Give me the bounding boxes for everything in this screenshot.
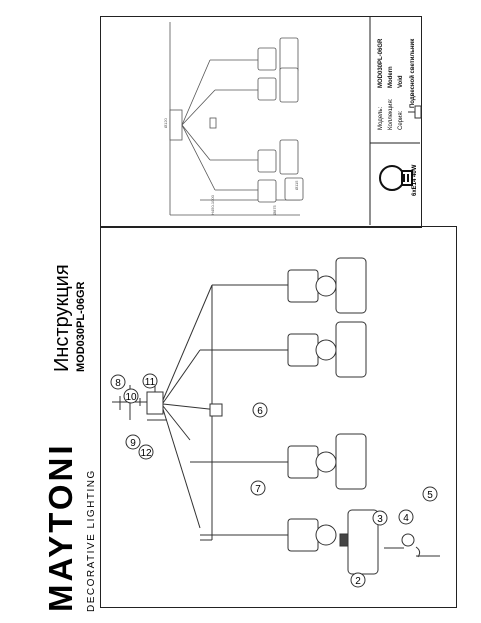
- spec-table: Модель: MOD030PL-06GR Коллекция: Modern …: [378, 38, 416, 130]
- callout-10: 10: [123, 388, 139, 404]
- chandelier-drawing: [112, 257, 440, 575]
- spec-label-series: Серия:: [398, 110, 404, 130]
- bulb-spec: 6xE14 40W: [412, 164, 418, 196]
- svg-text:4: 4: [403, 513, 409, 524]
- callout-8: 8: [110, 374, 126, 390]
- spec-value-model: MOD030PL-06GR: [378, 38, 384, 88]
- callout-2: 2: [350, 572, 366, 588]
- spec-value-type: Подвесной светильник: [409, 39, 416, 108]
- callout-12: 12: [138, 444, 154, 460]
- brand-logo: MAYTONI: [42, 442, 79, 612]
- svg-text:9: 9: [130, 438, 136, 449]
- dim-canopy: Ø115: [294, 180, 299, 190]
- brand-tagline: DECORATIVE LIGHTING: [86, 469, 97, 612]
- main-drawing-frame: [100, 226, 457, 608]
- page-title: Инструкция: [51, 264, 73, 372]
- dimension-drawing: [169, 22, 304, 216]
- spec-value-collection: Modern: [388, 66, 394, 88]
- dim-height: H450-1000: [210, 194, 215, 215]
- spec-label-model: Модель:: [378, 106, 384, 130]
- svg-text:2: 2: [355, 576, 361, 587]
- pendant-icon: [408, 105, 422, 119]
- callouts: 2 3 4 5 6 7 8 9 10 11 12: [110, 373, 438, 588]
- dim-top: Ø120: [163, 117, 168, 128]
- callout-9: 9: [125, 434, 141, 450]
- svg-text:6: 6: [257, 406, 263, 417]
- svg-text:11: 11: [145, 377, 156, 388]
- right-panel-frame: [100, 16, 422, 228]
- spec-value-series: Void: [398, 75, 404, 88]
- svg-text:5: 5: [427, 490, 433, 501]
- callout-3: 3: [372, 510, 388, 526]
- callout-4: 4: [398, 509, 414, 525]
- svg-text:12: 12: [140, 448, 152, 459]
- spec-label-collection: Коллекция:: [388, 98, 394, 130]
- callout-11: 11: [142, 373, 158, 389]
- model-number: MOD030PL-06GR: [75, 281, 87, 372]
- callout-5: 5: [422, 486, 438, 502]
- bulb-icon: [379, 165, 413, 191]
- svg-text:7: 7: [255, 484, 261, 495]
- dim-diameter: Ø875: [272, 204, 277, 215]
- callout-7: 7: [250, 480, 266, 496]
- svg-text:10: 10: [125, 392, 137, 403]
- svg-text:3: 3: [377, 514, 383, 525]
- callout-6: 6: [252, 402, 268, 418]
- svg-text:8: 8: [115, 378, 121, 389]
